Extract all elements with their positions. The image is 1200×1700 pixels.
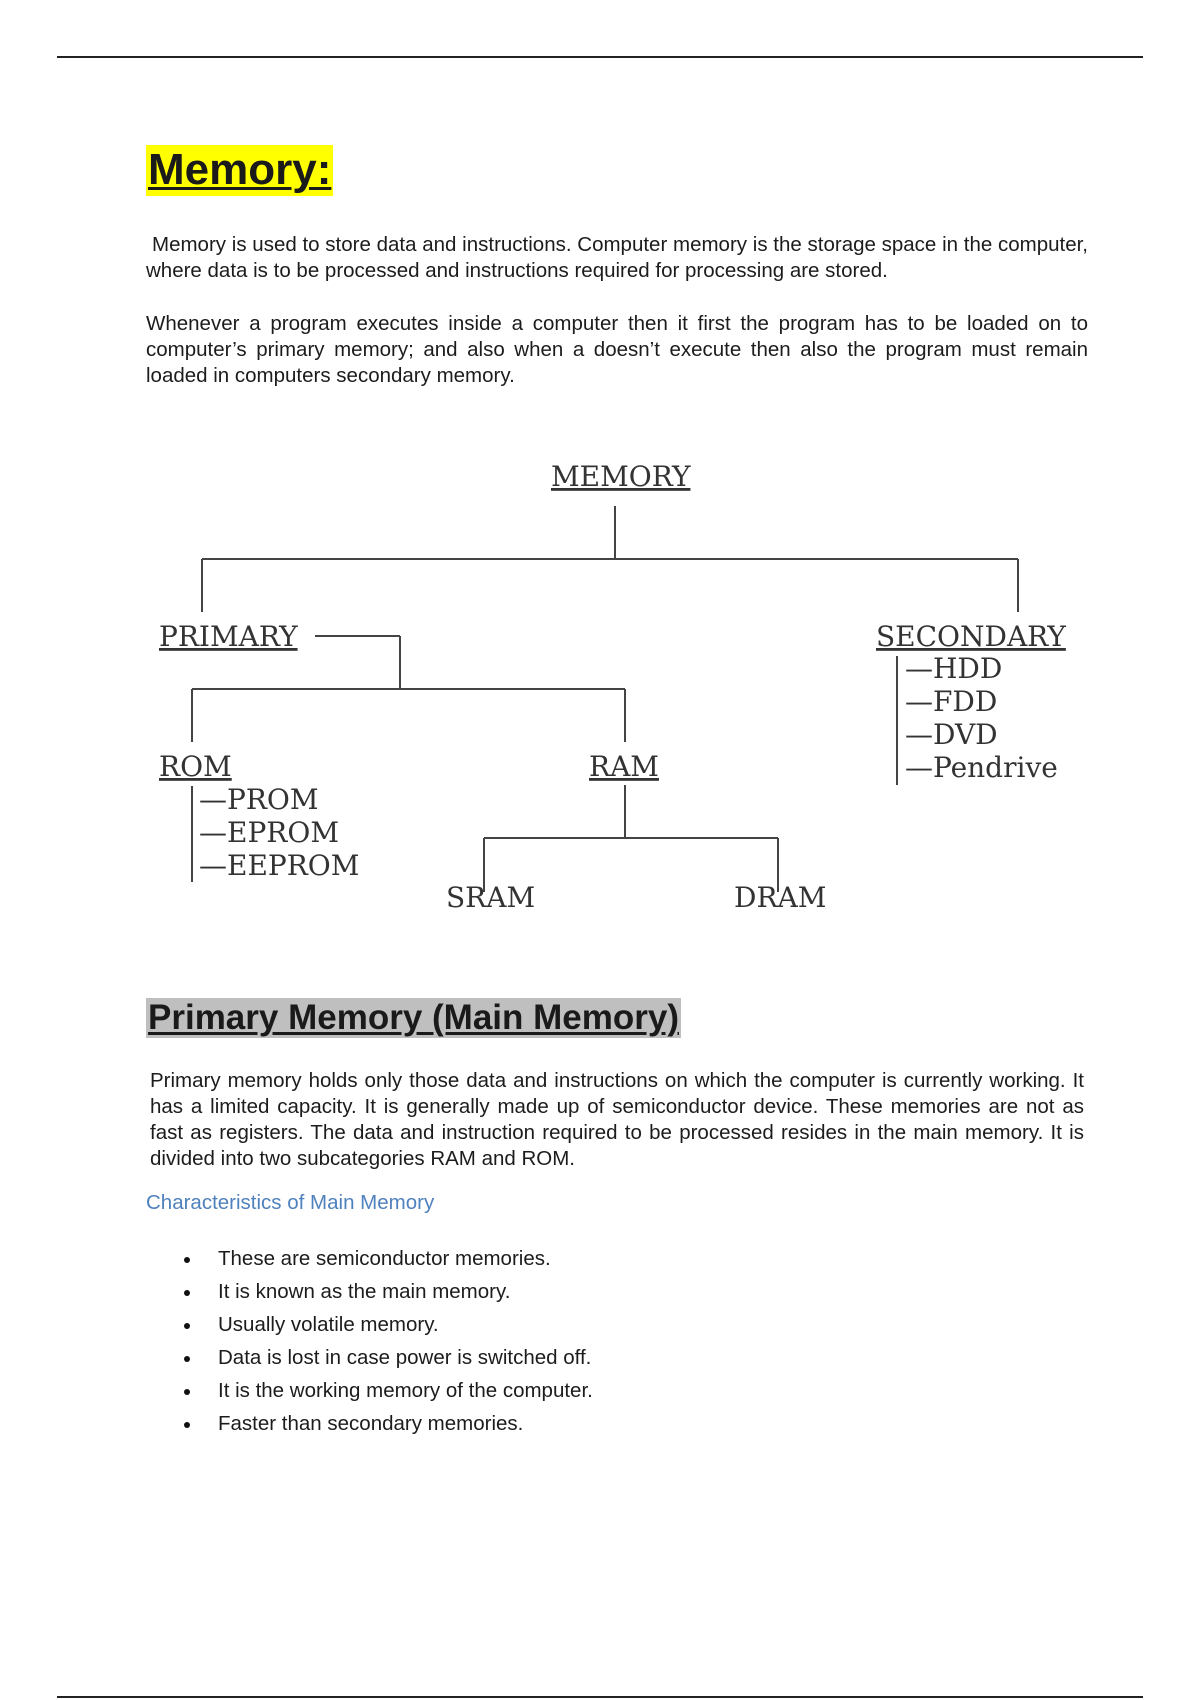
- memory-heading: Memory:: [146, 145, 334, 196]
- node-memory: MEMORY: [551, 460, 691, 493]
- characteristics-heading: Characteristics of Main Memory: [146, 1191, 435, 1214]
- primary-memory-paragraph: Primary memory holds only those data and…: [150, 1069, 1084, 1170]
- node-hdd: —HDD: [905, 652, 1002, 685]
- node-sram: SRAM: [446, 881, 535, 914]
- intro-paragraph-2: Whenever a program executes inside a com…: [146, 312, 1088, 387]
- node-ram: RAM: [589, 750, 659, 783]
- node-eprom: —EPROM: [199, 816, 339, 849]
- bottom-rule: [57, 1696, 1143, 1698]
- node-dram: DRAM: [734, 881, 826, 914]
- node-rom: ROM: [159, 750, 232, 783]
- node-primary: PRIMARY: [159, 620, 298, 653]
- characteristics-list: These are semiconductor memories. It is …: [172, 1246, 593, 1444]
- diagram-connectors: [191, 506, 1019, 892]
- list-item: Usually volatile memory.: [172, 1312, 593, 1345]
- node-prom: —PROM: [199, 783, 319, 816]
- memory-hierarchy-diagram: MEMORY PRIMARY SECONDARY —HDD —FDD —DVD …: [159, 460, 1066, 914]
- node-fdd: —FDD: [905, 685, 997, 718]
- list-item: Data is lost in case power is switched o…: [172, 1345, 593, 1378]
- list-item: Faster than secondary memories.: [172, 1411, 593, 1444]
- node-eeprom: —EEPROM: [199, 849, 359, 882]
- node-dvd: —DVD: [905, 718, 998, 751]
- list-item: It is known as the main memory.: [172, 1279, 593, 1312]
- node-pendrive: —Pendrive: [905, 751, 1058, 784]
- list-item: These are semiconductor memories.: [172, 1246, 593, 1279]
- top-rule: [57, 56, 1143, 58]
- list-item: It is the working memory of the computer…: [172, 1378, 593, 1411]
- node-secondary: SECONDARY: [876, 620, 1066, 653]
- primary-memory-heading: Primary Memory (Main Memory): [146, 998, 681, 1039]
- intro-paragraph-1: Memory is used to store data and instruc…: [146, 233, 1088, 282]
